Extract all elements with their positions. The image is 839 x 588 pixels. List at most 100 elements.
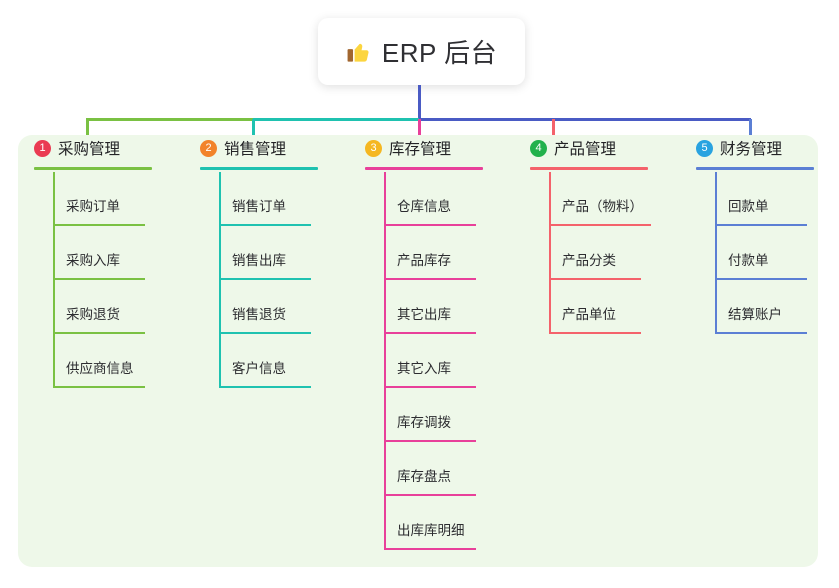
column-2: 2 销售管理销售订单销售出库销售退货客户信息 bbox=[200, 135, 318, 388]
column-spine-2 bbox=[219, 172, 221, 388]
list-item[interactable]: 其它入库 bbox=[384, 334, 514, 388]
column-rule-2 bbox=[200, 167, 318, 170]
list-item-label: 结算账户 bbox=[728, 307, 782, 322]
thumbs-up-icon bbox=[347, 43, 369, 62]
list-item-label: 出库库明细 bbox=[397, 523, 465, 538]
list-item-label: 采购订单 bbox=[66, 199, 120, 214]
root-node-card[interactable]: ERP 后台 bbox=[318, 18, 525, 85]
column-rule-5 bbox=[696, 167, 814, 170]
list-item-rule bbox=[384, 224, 476, 226]
list-item[interactable]: 付款单 bbox=[715, 226, 839, 280]
list-item-rule bbox=[549, 224, 651, 226]
list-item[interactable]: 客户信息 bbox=[219, 334, 349, 388]
list-item[interactable]: 出库库明细 bbox=[384, 496, 514, 550]
list-item-rule bbox=[219, 332, 311, 334]
list-item[interactable]: 产品分类 bbox=[549, 226, 679, 280]
column-items-2: 销售订单销售出库销售退货客户信息 bbox=[219, 172, 349, 388]
column-items-1: 采购订单采购入库采购退货供应商信息 bbox=[53, 172, 183, 388]
list-item[interactable]: 供应商信息 bbox=[53, 334, 183, 388]
list-item-rule bbox=[384, 278, 476, 280]
list-item-label: 其它入库 bbox=[397, 361, 451, 376]
column-title-4: 产品管理 bbox=[554, 141, 617, 158]
page-title: ERP 后台 bbox=[381, 38, 498, 68]
column-items-5: 回款单付款单结算账户 bbox=[715, 172, 839, 334]
list-item[interactable]: 采购退货 bbox=[53, 280, 183, 334]
list-item[interactable]: 销售退货 bbox=[219, 280, 349, 334]
list-item-label: 库存盘点 bbox=[397, 469, 451, 484]
column-badge-5: 5 bbox=[696, 139, 713, 157]
list-item[interactable]: 产品单位 bbox=[549, 280, 679, 334]
column-badge-1: 1 bbox=[34, 139, 51, 157]
list-item[interactable]: 库存调拨 bbox=[384, 388, 514, 442]
list-item-label: 销售出库 bbox=[232, 253, 286, 268]
list-item[interactable]: 结算账户 bbox=[715, 280, 839, 334]
list-item-rule bbox=[53, 386, 145, 388]
column-rule-3 bbox=[365, 167, 483, 170]
list-item-rule bbox=[384, 386, 476, 388]
list-item-rule bbox=[384, 494, 476, 496]
column-rule-1 bbox=[34, 167, 152, 170]
column-4: 4 产品管理产品（物料） 产品分类产品单位 bbox=[530, 135, 651, 334]
list-item-label: 采购入库 bbox=[66, 253, 120, 268]
list-item-rule bbox=[384, 332, 476, 334]
column-header-3[interactable]: 3 库存管理 bbox=[365, 135, 483, 161]
list-item-rule bbox=[53, 224, 145, 226]
list-item-rule bbox=[549, 278, 641, 280]
column-title-2: 销售管理 bbox=[224, 141, 287, 158]
list-item[interactable]: 销售订单 bbox=[219, 172, 349, 226]
column-items-3: 仓库信息产品库存其它出库其它入库库存调拨库存盘点出库库明细 bbox=[384, 172, 514, 550]
list-item-rule bbox=[219, 386, 311, 388]
list-item-rule bbox=[53, 332, 145, 334]
column-spine-5 bbox=[715, 172, 717, 334]
column-badge-3: 3 bbox=[365, 139, 382, 157]
list-item-label: 仓库信息 bbox=[397, 199, 451, 214]
list-item-label: 回款单 bbox=[728, 199, 769, 214]
list-item-label: 产品（物料） bbox=[562, 199, 643, 214]
column-badge-2: 2 bbox=[200, 139, 217, 157]
column-header-2[interactable]: 2 销售管理 bbox=[200, 135, 318, 161]
list-item[interactable]: 产品库存 bbox=[384, 226, 514, 280]
list-item-label: 产品单位 bbox=[562, 307, 616, 322]
list-item-label: 采购退货 bbox=[66, 307, 120, 322]
list-item-label: 库存调拨 bbox=[397, 415, 451, 430]
list-item[interactable]: 产品（物料） bbox=[549, 172, 679, 226]
list-item[interactable]: 采购入库 bbox=[53, 226, 183, 280]
list-item-rule bbox=[715, 278, 807, 280]
list-item-rule bbox=[53, 278, 145, 280]
column-spine-1 bbox=[53, 172, 55, 388]
column-spine-4 bbox=[549, 172, 551, 334]
list-item[interactable]: 销售出库 bbox=[219, 226, 349, 280]
column-items-4: 产品（物料） 产品分类产品单位 bbox=[549, 172, 679, 334]
column-5: 5 财务管理回款单付款单结算账户 bbox=[696, 135, 814, 334]
column-title-5: 财务管理 bbox=[720, 141, 783, 158]
list-item-rule bbox=[219, 278, 311, 280]
list-item-label: 其它出库 bbox=[397, 307, 451, 322]
diagram-panel: 1 采购管理采购订单采购入库采购退货供应商信息 2 销售管理销售订单销售出库销售退货客… bbox=[18, 135, 818, 567]
list-item-label: 客户信息 bbox=[232, 361, 286, 376]
column-title-1: 采购管理 bbox=[58, 141, 121, 158]
column-spine-3 bbox=[384, 172, 386, 550]
list-item[interactable]: 仓库信息 bbox=[384, 172, 514, 226]
list-item-label: 销售订单 bbox=[232, 199, 286, 214]
list-item-label: 付款单 bbox=[728, 253, 769, 268]
column-header-4[interactable]: 4 产品管理 bbox=[530, 135, 648, 161]
list-item-rule bbox=[384, 548, 476, 550]
list-item-rule bbox=[715, 332, 807, 334]
list-item-rule bbox=[219, 224, 311, 226]
column-rule-4 bbox=[530, 167, 648, 170]
list-item-rule bbox=[384, 440, 476, 442]
list-item-rule bbox=[549, 332, 641, 334]
list-item-label: 销售退货 bbox=[232, 307, 286, 322]
list-item-rule bbox=[715, 224, 807, 226]
column-badge-4: 4 bbox=[530, 139, 547, 157]
list-item[interactable]: 采购订单 bbox=[53, 172, 183, 226]
list-item[interactable]: 回款单 bbox=[715, 172, 839, 226]
column-title-3: 库存管理 bbox=[389, 141, 452, 158]
column-header-5[interactable]: 5 财务管理 bbox=[696, 135, 814, 161]
list-item-label: 产品分类 bbox=[562, 253, 616, 268]
list-item[interactable]: 其它出库 bbox=[384, 280, 514, 334]
list-item[interactable]: 库存盘点 bbox=[384, 442, 514, 496]
column-header-1[interactable]: 1 采购管理 bbox=[34, 135, 152, 161]
